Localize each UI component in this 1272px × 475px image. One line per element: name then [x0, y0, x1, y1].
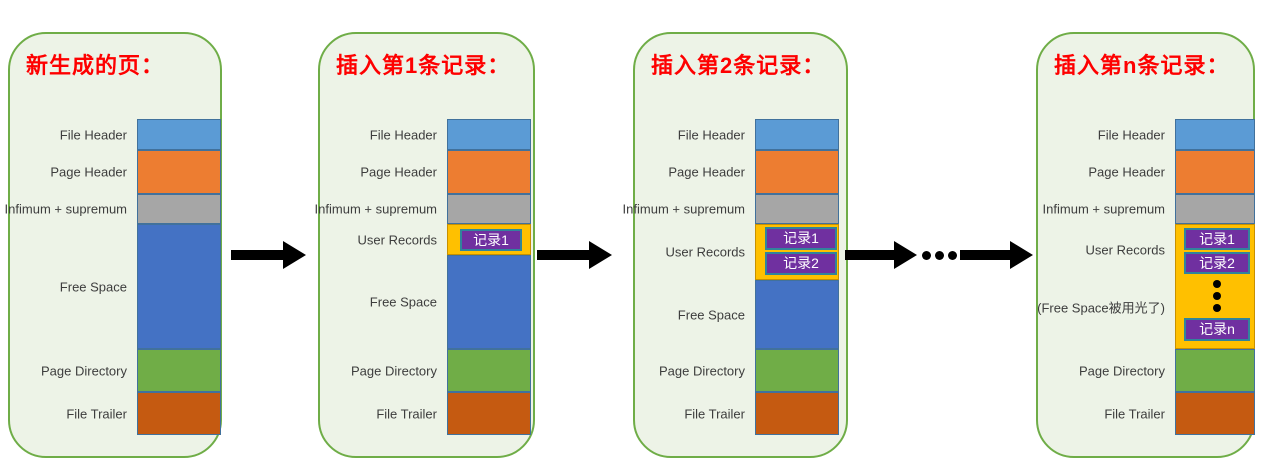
- label-infimum-supremum: Infimum + supremum: [1042, 201, 1165, 217]
- block-page-directory: [137, 349, 221, 392]
- label-file-header: File Header: [59, 127, 127, 143]
- block-infimum-supremum: [447, 194, 531, 224]
- record-n-box: 记录n: [1184, 318, 1250, 341]
- block-page-header: [755, 150, 839, 194]
- block-infimum-supremum: [755, 194, 839, 224]
- block-free-space: [755, 280, 839, 349]
- panel-new-page: 新生成的页： File Header Page Header Infimum +…: [4, 32, 222, 458]
- block-page-directory: [755, 349, 839, 392]
- block-page-directory: [1175, 349, 1255, 392]
- block-file-trailer: [137, 392, 221, 435]
- panel-insert-record-1: 插入第1条记录： File Header Page Header Infimum…: [314, 32, 535, 458]
- block-page-header: [447, 150, 531, 194]
- panel-title: 插入第1条记录：: [336, 53, 511, 78]
- block-file-header: [447, 119, 531, 150]
- label-file-trailer: File Trailer: [684, 406, 745, 422]
- panel-insert-record-2: 插入第2条记录： File Header Page Header Infimum…: [623, 32, 848, 458]
- label-free-space-used-up: (Free Space被用光了): [1037, 300, 1165, 316]
- arrow-right-icon: [960, 241, 1033, 269]
- label-free-space: Free Space: [369, 294, 437, 310]
- block-file-trailer: [447, 392, 531, 435]
- block-page-header: [1175, 150, 1255, 194]
- label-page-directory: Page Directory: [351, 363, 437, 379]
- block-free-space: [137, 224, 221, 349]
- block-file-header: [137, 119, 221, 150]
- block-file-header: [755, 119, 839, 150]
- label-page-directory: Page Directory: [41, 363, 127, 379]
- vertical-ellipsis-dots-icon: [1213, 280, 1221, 312]
- label-user-records: User Records: [357, 232, 437, 248]
- label-free-space: Free Space: [59, 279, 127, 295]
- block-file-header: [1175, 119, 1255, 150]
- block-page-directory: [447, 349, 531, 392]
- label-file-trailer: File Trailer: [1104, 406, 1165, 422]
- block-infimum-supremum: [1175, 194, 1255, 224]
- block-page-header: [137, 150, 221, 194]
- record-1-box: 记录1: [765, 227, 837, 250]
- panel-title: 新生成的页：: [26, 53, 165, 78]
- label-file-header: File Header: [369, 127, 437, 143]
- block-file-trailer: [755, 392, 839, 435]
- record-2-box: 记录2: [1184, 252, 1250, 274]
- label-infimum-supremum: Infimum + supremum: [314, 201, 437, 217]
- panel-title: 插入第2条记录：: [651, 53, 826, 78]
- label-page-header: Page Header: [50, 164, 127, 180]
- panel-title: 插入第n条记录：: [1054, 53, 1230, 78]
- label-file-header: File Header: [1097, 127, 1165, 143]
- label-file-trailer: File Trailer: [376, 406, 437, 422]
- arrow-right-icon: [231, 241, 306, 269]
- arrow-right-icon: [845, 241, 917, 269]
- label-page-header: Page Header: [1088, 164, 1165, 180]
- ellipsis-dots-icon: [922, 251, 957, 260]
- label-file-trailer: File Trailer: [66, 406, 127, 422]
- label-file-header: File Header: [677, 127, 745, 143]
- label-infimum-supremum: Infimum + supremum: [4, 201, 127, 217]
- label-free-space: Free Space: [677, 307, 745, 323]
- panel-insert-record-n: 插入第n条记录： File Header Page Header Infimum…: [1036, 32, 1255, 458]
- block-file-trailer: [1175, 392, 1255, 435]
- record-2-box: 记录2: [765, 252, 837, 275]
- arrow-right-icon: [537, 241, 612, 269]
- record-1-box: 记录1: [460, 229, 522, 251]
- label-page-header: Page Header: [360, 164, 437, 180]
- block-free-space: [447, 255, 531, 349]
- label-page-directory: Page Directory: [659, 363, 745, 379]
- label-infimum-supremum: Infimum + supremum: [622, 201, 745, 217]
- label-user-records: User Records: [1085, 242, 1165, 258]
- block-infimum-supremum: [137, 194, 221, 224]
- label-page-directory: Page Directory: [1079, 363, 1165, 379]
- record-1-box: 记录1: [1184, 228, 1250, 250]
- label-page-header: Page Header: [668, 164, 745, 180]
- label-user-records: User Records: [665, 244, 745, 260]
